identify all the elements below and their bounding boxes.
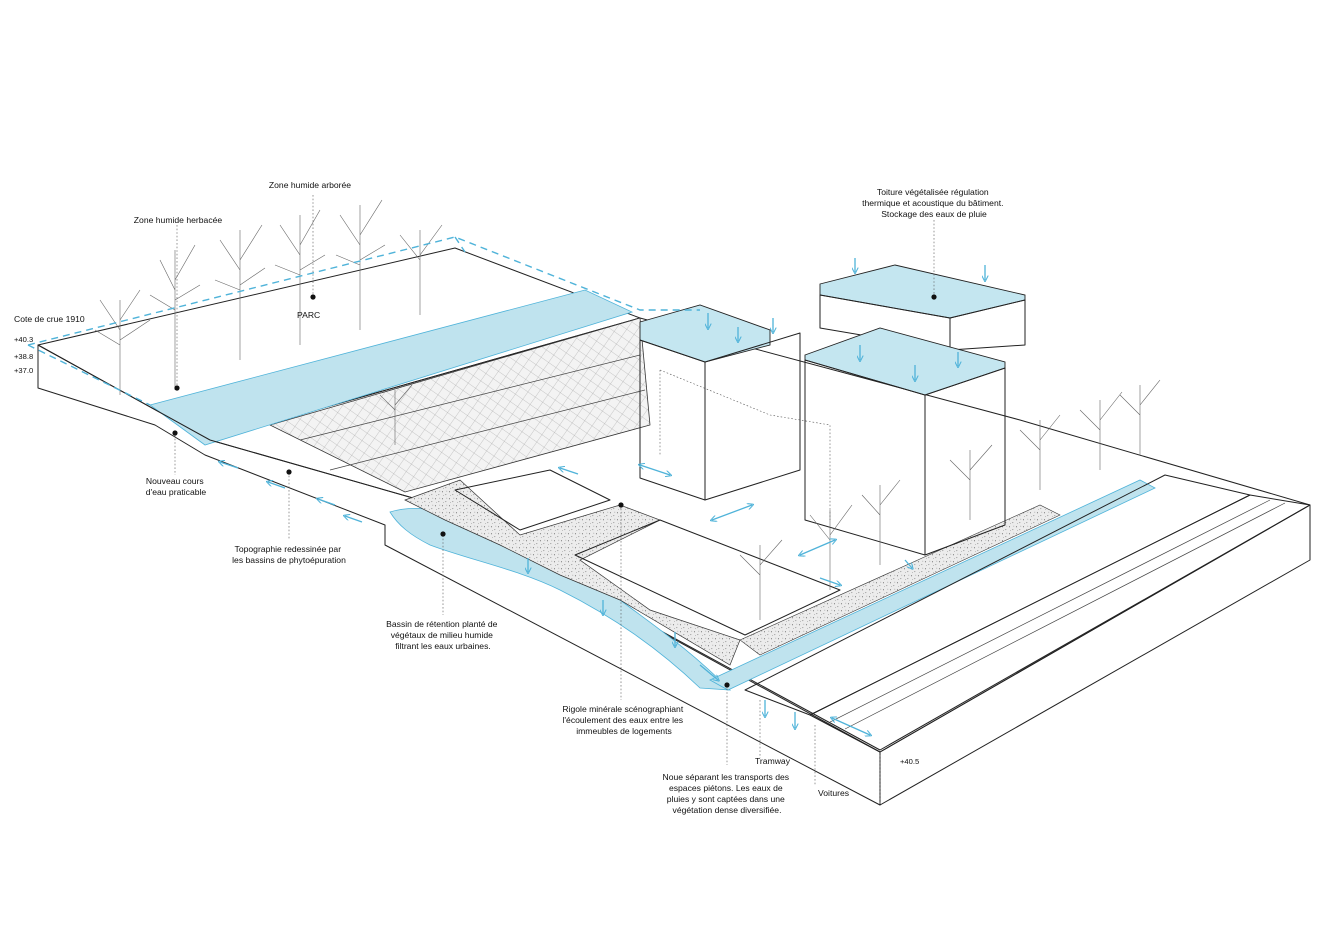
flood-line <box>27 236 700 346</box>
building-left <box>639 304 801 501</box>
flood-line-side <box>27 344 151 406</box>
flood-line-rear <box>454 236 466 253</box>
label-zone-herbacee: Zone humide herbacée <box>134 215 223 225</box>
level-405: +40.5 <box>900 757 919 766</box>
slab-front-face <box>37 344 881 806</box>
lattice-wall <box>268 317 651 493</box>
noue-strip <box>709 479 1156 691</box>
road-band <box>809 494 1311 753</box>
basin-gravel-edge <box>404 479 741 666</box>
flow-arrows <box>220 258 985 735</box>
label-bassin: Bassin de rétention planté de végétaux d… <box>386 619 500 651</box>
terrace-upper <box>454 469 611 531</box>
level-403: +40.3 <box>14 335 33 344</box>
level-370: +37.0 <box>14 366 33 375</box>
noue-planting <box>739 504 1061 656</box>
label-dots <box>172 294 937 688</box>
label-tramway: Tramway <box>755 756 791 766</box>
label-cote-crue: Cote de crue 1910 <box>14 314 85 324</box>
level-388: +38.8 <box>14 352 33 361</box>
tramway-band <box>744 474 1251 716</box>
label-voitures: Voitures <box>818 788 849 798</box>
label-nouveau-cours: Nouveau cours d'eau praticable <box>146 476 207 497</box>
river-channel <box>149 289 634 446</box>
tree-canopy-group <box>94 199 1161 620</box>
terrace-lower <box>574 519 841 636</box>
label-parc: PARC <box>297 310 320 320</box>
label-noue: Noue séparant les transports des espaces… <box>663 772 792 815</box>
building-front <box>804 327 1006 556</box>
label-rigole: Rigole minérale scénographiant l'écoulem… <box>562 704 685 736</box>
building-back <box>819 264 1026 351</box>
label-zone-arboree: Zone humide arborée <box>269 180 351 190</box>
label-topographie: Topographie redessinée par les bassins d… <box>232 544 346 565</box>
leaders <box>174 195 935 805</box>
label-toiture: Toiture végétalisée régulation thermique… <box>862 187 1006 219</box>
